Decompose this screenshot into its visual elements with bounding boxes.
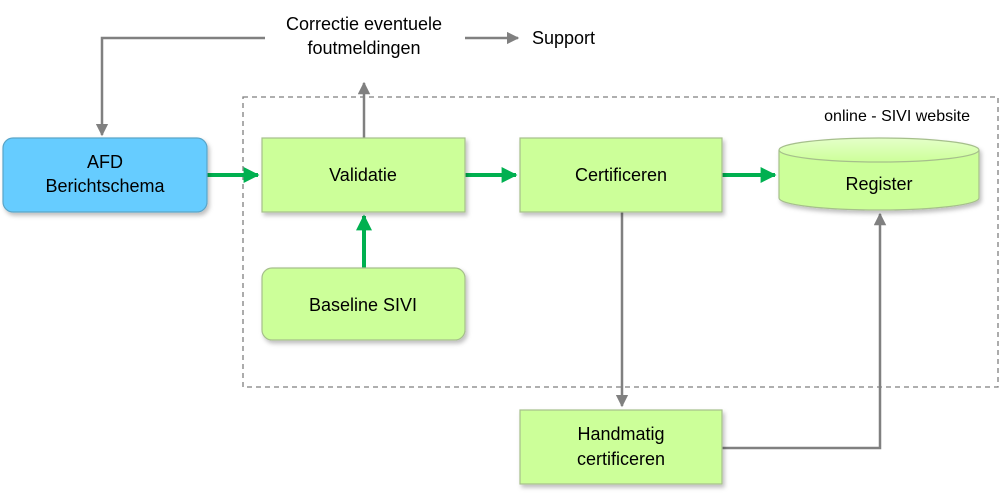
- handmatig-label-line1: Handmatig: [577, 424, 664, 444]
- correctie-label-line2: foutmeldingen: [307, 38, 420, 58]
- node-register[interactable]: Register: [778, 137, 980, 211]
- certificeren-label: Certificeren: [575, 165, 667, 185]
- arrow-correctie-to-afd: [95, 36, 265, 137]
- node-baseline-sivi[interactable]: Baseline SIVI: [261, 267, 466, 341]
- node-certificeren[interactable]: Certificeren: [519, 137, 723, 213]
- online-region-border: [242, 96, 999, 388]
- node-handmatig-certificeren[interactable]: Handmatig certificeren: [519, 409, 723, 485]
- correctie-label-line1: Correctie eventuele: [286, 14, 442, 34]
- afd-label-line1: AFD: [87, 152, 123, 172]
- handmatig-label-line2: certificeren: [577, 449, 665, 469]
- node-correctie-foutmeldingen: Correctie eventuele foutmeldingen: [286, 14, 442, 58]
- validatie-label: Validatie: [329, 165, 397, 185]
- support-label: Support: [532, 28, 595, 48]
- region-label: online - SIVI website: [824, 108, 970, 125]
- node-validatie[interactable]: Validatie: [261, 137, 466, 213]
- register-label: Register: [845, 174, 912, 194]
- arrow-handmatig-to-register: [722, 212, 887, 450]
- afd-label-line2: Berichtschema: [45, 176, 165, 196]
- baseline-label: Baseline SIVI: [309, 295, 417, 315]
- node-afd-berichtschema[interactable]: AFD Berichtschema: [2, 137, 208, 213]
